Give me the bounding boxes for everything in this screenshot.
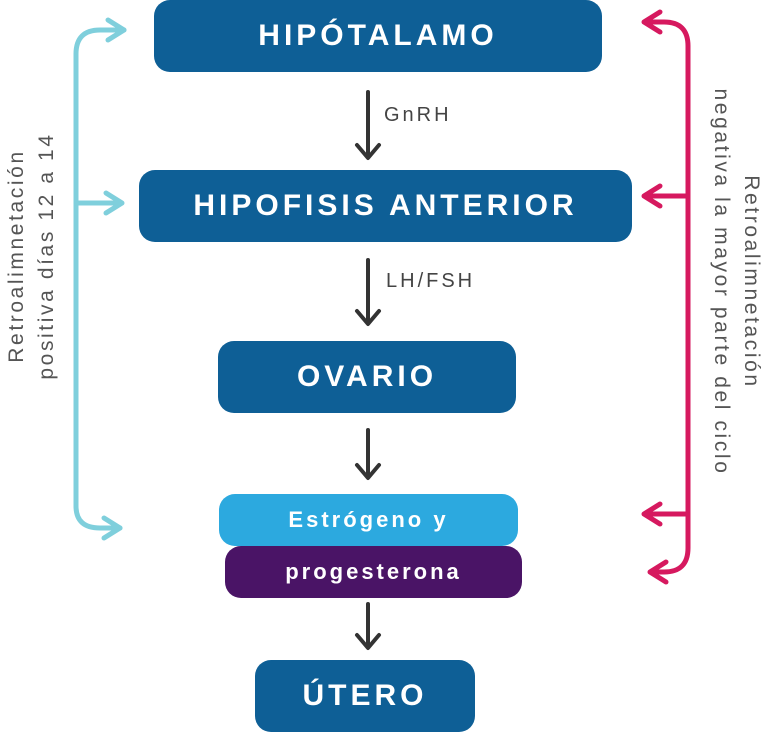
arrow-hipotalamo-to-hipofisis: [355, 90, 381, 160]
flow-arrows: [355, 90, 381, 650]
node-hipofisis-anterior: HIPOFISIS ANTERIOR: [139, 170, 632, 242]
negative-feedback-label: Retroalimnetación negativa la mayor part…: [706, 89, 766, 476]
node-progesterona: progesterona: [225, 546, 522, 598]
node-hipofisis-label: HIPOFISIS ANTERIOR: [193, 189, 578, 222]
positive-feedback-label: Retroalimnetación positiva días 12 a 14: [2, 132, 62, 379]
node-utero: ÚTERO: [255, 660, 475, 732]
node-estrogeno-label: Estrógeno y: [288, 507, 449, 532]
positive-feedback-line2: positiva días 12 a 14: [35, 132, 58, 380]
node-estrogeno: Estrógeno y: [219, 494, 518, 546]
arrow-hormones-to-utero: [355, 602, 381, 650]
negative-feedback-line1: Retroalimnetación: [740, 175, 763, 389]
node-ovario-label: OVARIO: [296, 360, 438, 393]
positive-feedback-bracket: [73, 17, 127, 541]
node-progesterona-label: progesterona: [285, 559, 462, 584]
positive-feedback-line1: Retroalimnetación: [5, 149, 28, 363]
arrow-hipofisis-to-ovario: [355, 258, 381, 326]
node-utero-label: ÚTERO: [302, 679, 428, 712]
negative-feedback-bracket: [641, 9, 691, 585]
node-ovario: OVARIO: [218, 341, 516, 413]
arrow-ovario-to-hormones: [355, 428, 381, 480]
negative-feedback-line2: negativa la mayor parte del ciclo: [710, 88, 733, 476]
hormone-label-gnrh: GnRH: [384, 104, 452, 126]
node-hipotalamo: HIPÓTALAMO: [154, 0, 602, 72]
hormone-label-lhfsh: LH/FSH: [386, 270, 476, 292]
node-hipotalamo-label: HIPÓTALAMO: [258, 19, 498, 52]
